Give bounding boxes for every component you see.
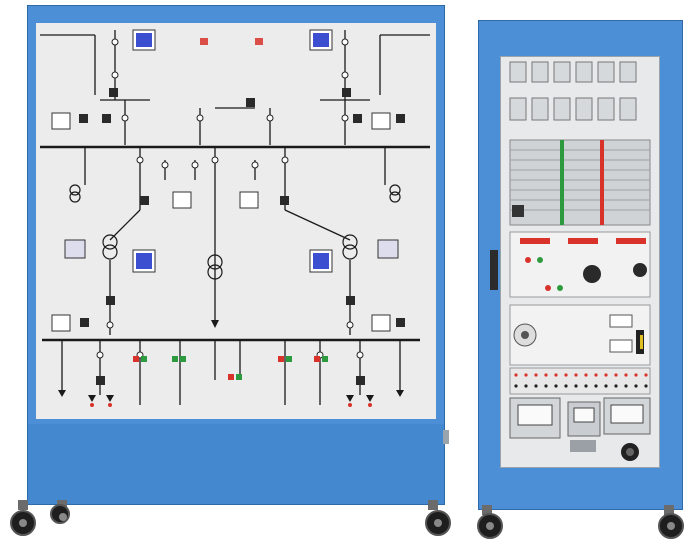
terminal-jack-strip <box>509 367 651 395</box>
caster-bracket <box>428 500 438 510</box>
busbars <box>40 30 430 405</box>
caster-bracket <box>664 505 674 515</box>
terminal-blocks <box>509 139 651 226</box>
wheel <box>658 513 684 539</box>
disconnector-indicators <box>96 38 364 359</box>
bottom-meters <box>509 397 651 461</box>
feeder-arrows <box>58 320 404 402</box>
relay-row-top <box>509 61 637 121</box>
left-cabinet-base <box>28 424 444 504</box>
wheel <box>50 504 70 524</box>
voltage-regulator-area <box>509 304 651 366</box>
wheel <box>425 510 451 536</box>
caster-bracket <box>18 500 28 510</box>
door-handle <box>490 250 498 290</box>
wheel <box>10 510 36 536</box>
wheel <box>477 513 503 539</box>
left-cabinet-side-latch <box>443 430 449 444</box>
indicator-lights <box>90 38 372 407</box>
digital-meters <box>132 29 333 273</box>
analog-meters <box>51 112 399 332</box>
breaker-switches <box>79 88 405 385</box>
transformers <box>69 184 401 280</box>
control-knobs-area <box>509 231 651 298</box>
caster-bracket <box>482 505 492 515</box>
